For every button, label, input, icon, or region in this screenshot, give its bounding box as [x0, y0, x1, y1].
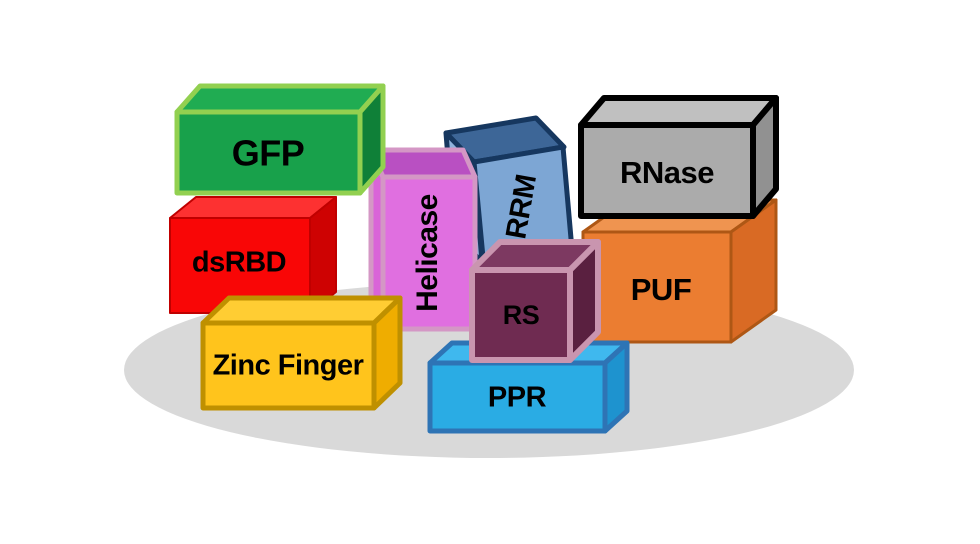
gfp-block: GFP [174, 83, 386, 196]
rnase-block-front-face [578, 122, 756, 219]
dsrbd-block-top-face [169, 196, 337, 219]
gfp-block-front-face [174, 109, 363, 196]
rs-label: RS [503, 300, 540, 330]
dsrbd-label: dsRBD [192, 247, 286, 279]
zinc-finger-block-front-face [200, 320, 377, 411]
gfp-label: GFP [232, 133, 305, 174]
rnase-label: RNase [620, 155, 714, 190]
zinc-finger-label: Zinc Finger [213, 350, 364, 382]
rnase-block-top-face [578, 95, 779, 128]
ppr-label: PPR [488, 382, 547, 414]
helicase-block-top-face [368, 147, 478, 180]
rnase-block: RNase [578, 95, 779, 219]
helicase-label: Helicase [411, 194, 444, 312]
zinc-finger-block: Zinc Finger [200, 295, 403, 411]
rs-block: RS [469, 239, 601, 363]
rs-block-front-face [469, 267, 573, 363]
gfp-block-top-face [174, 83, 386, 115]
puf-label: PUF [631, 272, 692, 307]
zinc-finger-block-top-face [200, 295, 403, 326]
dsrbd-block: dsRBD [169, 196, 337, 314]
puf-block: PUF [581, 198, 778, 344]
